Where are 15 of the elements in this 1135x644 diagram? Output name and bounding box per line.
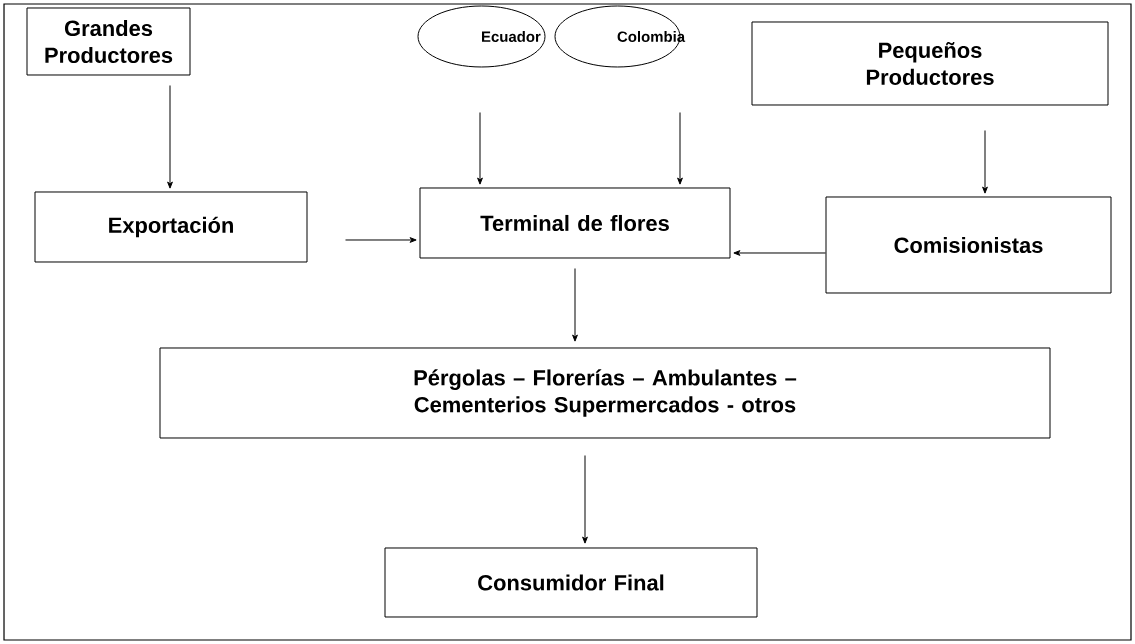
arrow <box>167 85 173 189</box>
arrow <box>982 130 988 194</box>
arrow <box>582 455 588 544</box>
process-box: Exportación <box>34 191 308 263</box>
arrow <box>733 250 826 256</box>
process-box: Grandes Productores <box>26 7 191 76</box>
process-box: Pérgolas – Florerías – Ambulantes – Cementerios Supermercados - otros <box>159 347 1051 439</box>
arrow <box>345 237 417 243</box>
arrow <box>477 112 483 185</box>
arrow <box>572 268 578 342</box>
process-box: Terminal de flores <box>419 187 731 259</box>
arrow <box>677 112 683 185</box>
process-box: Consumidor Final <box>384 547 758 618</box>
process-box: Comisionistas <box>825 196 1112 294</box>
process-box: Pequeños Productores <box>751 21 1109 106</box>
